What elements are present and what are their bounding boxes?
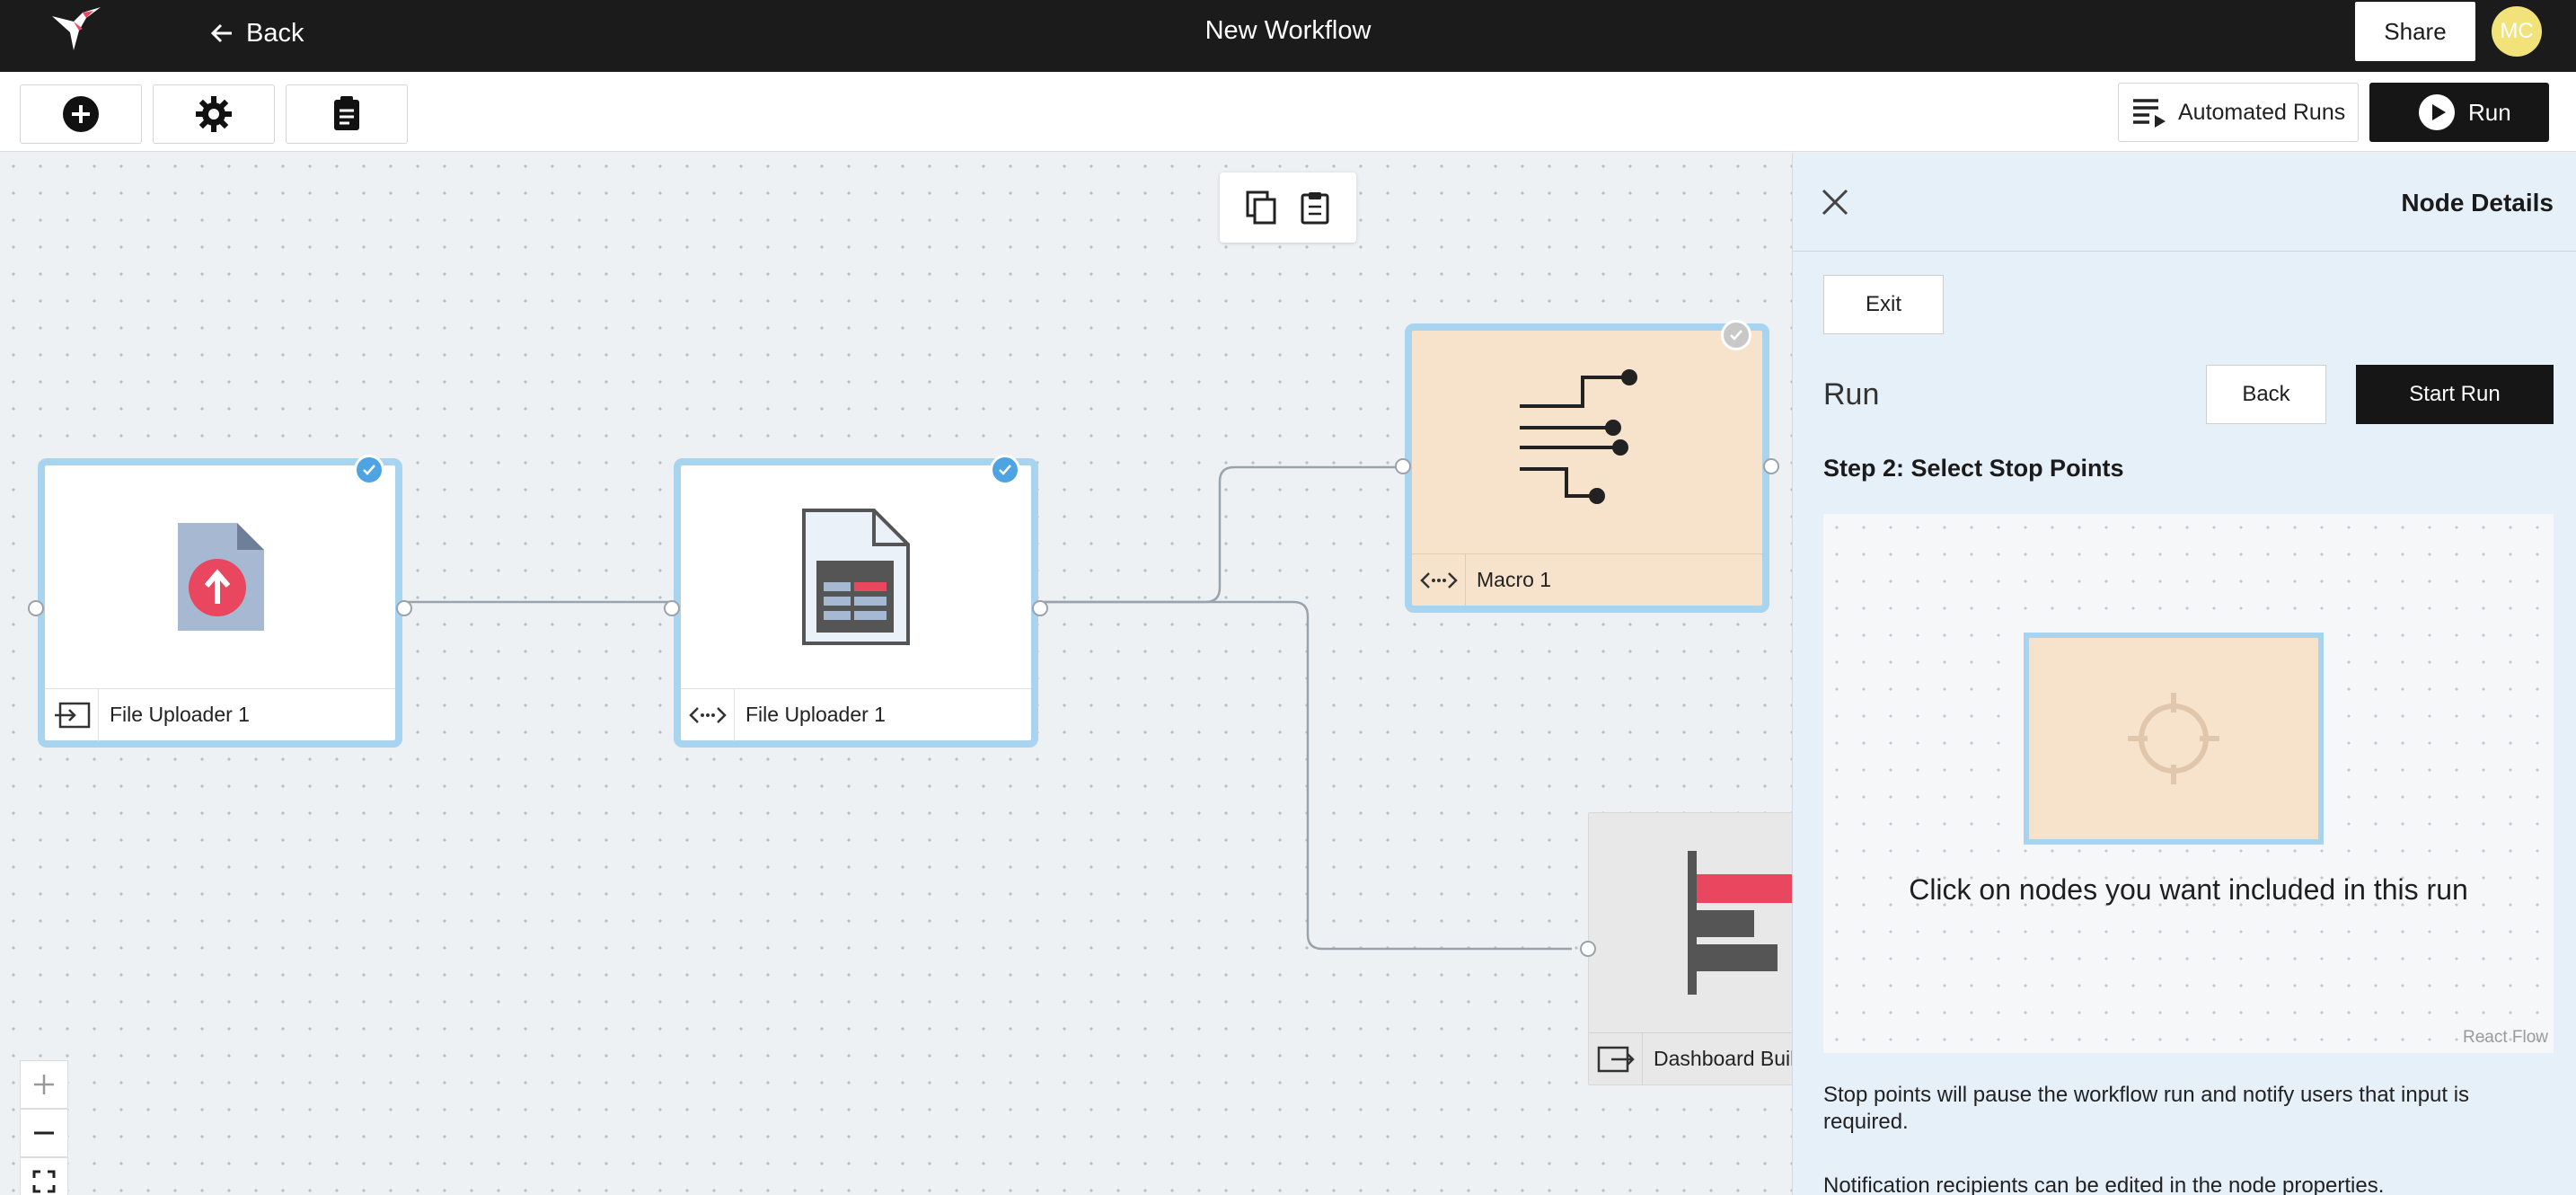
play-circle-icon	[2419, 94, 2455, 130]
file-upload-icon	[178, 523, 264, 631]
input-handle[interactable]	[1580, 941, 1596, 957]
react-flow-attribution[interactable]: React Flow	[2462, 1028, 2548, 1047]
paste-button[interactable]	[1295, 188, 1335, 227]
step-heading: Step 2: Select Stop Points	[1823, 455, 2124, 482]
note-text: Notification recipients can be edited in…	[1823, 1173, 2385, 1195]
output-icon	[1597, 1046, 1635, 1072]
playlist-icon	[2133, 99, 2166, 128]
paste-icon	[1301, 192, 1329, 225]
close-icon[interactable]	[1818, 185, 1852, 219]
node-macro-1[interactable]: Macro 1	[1395, 320, 1779, 613]
automated-runs-button[interactable]: Automated Runs	[2118, 83, 2359, 142]
copy-icon	[1246, 190, 1276, 225]
avatar[interactable]: MC	[2492, 6, 2542, 57]
gear-icon	[196, 96, 232, 132]
node-file-uploader-1[interactable]: File Uploader 1	[28, 455, 412, 748]
macro-icon	[1520, 369, 1637, 504]
fit-view-button[interactable]	[20, 1157, 68, 1195]
input-handle[interactable]	[28, 600, 44, 616]
description-text: Stop points will pause the workflow run …	[1823, 1083, 2470, 1134]
back-button[interactable]: Back	[2206, 365, 2326, 424]
node-label: Dashboard Build	[1654, 1047, 1792, 1070]
preview-node[interactable]	[2024, 633, 2324, 845]
instruction-text: Click on nodes you want included in this…	[1909, 873, 2468, 906]
workflow-canvas[interactable]: File Uploader 1 File Uploader 1	[0, 153, 1792, 1195]
stop-points-preview[interactable]: Click on nodes you want included in this…	[1823, 514, 2554, 1053]
edge-uploader-to-macro	[1044, 465, 1398, 604]
edge-uploader-to-dashboard	[1044, 600, 1572, 951]
plus-circle-icon	[63, 96, 99, 132]
node-dashboard-builder[interactable]: Dashboard Build	[1580, 812, 1792, 1085]
selected-check-icon	[990, 455, 1020, 485]
automated-runs-label: Automated Runs	[2178, 99, 2346, 125]
crosshair-icon	[2128, 693, 2219, 784]
node-label: File Uploader 1	[745, 703, 886, 726]
back-link[interactable]: Back	[208, 14, 304, 52]
zoom-out-icon	[34, 1131, 54, 1135]
bar-chart-icon	[1688, 851, 1792, 995]
panel-title: Node Details	[2401, 189, 2554, 217]
selected-check-icon	[354, 455, 384, 485]
code-icon	[1419, 571, 1458, 589]
node-file-uploader-2[interactable]: File Uploader 1	[664, 455, 1048, 748]
arrow-left-icon	[210, 23, 232, 43]
edges	[408, 465, 1572, 951]
back-label: Back	[246, 18, 304, 48]
clipboard-icon	[334, 96, 359, 130]
copy-button[interactable]	[1241, 188, 1281, 227]
hummingbird-logo-icon[interactable]	[47, 4, 111, 61]
workflow-title: New Workflow	[1204, 16, 1372, 45]
output-handle[interactable]	[1763, 458, 1779, 474]
node-label: Macro 1	[1477, 568, 1552, 591]
node-label: File Uploader 1	[110, 703, 250, 726]
unselected-check-icon	[1721, 320, 1751, 350]
clipboard-button[interactable]	[286, 84, 408, 144]
input-icon	[54, 702, 90, 728]
input-handle[interactable]	[1395, 458, 1411, 474]
copy-paste-toolbar	[1220, 173, 1356, 243]
share-button[interactable]: Share	[2355, 2, 2475, 61]
spreadsheet-file-icon	[802, 509, 910, 645]
run-label: Run	[2468, 98, 2511, 126]
toolbar: Automated Runs Run	[0, 72, 2576, 152]
add-node-button[interactable]	[20, 84, 142, 144]
run-button[interactable]: Run	[2369, 83, 2549, 142]
output-handle[interactable]	[1032, 600, 1048, 616]
node-details-panel: Node Details Exit Run Back Start Run Ste…	[1792, 153, 2576, 1195]
code-icon	[688, 706, 727, 723]
run-heading: Run	[1823, 377, 1880, 412]
panel-header: Node Details	[1793, 153, 2576, 252]
settings-button[interactable]	[153, 84, 275, 144]
zoom-in-button[interactable]	[20, 1060, 68, 1109]
zoom-out-button[interactable]	[20, 1109, 68, 1157]
start-run-button[interactable]: Start Run	[2356, 365, 2554, 424]
exit-button[interactable]: Exit	[1823, 275, 1944, 334]
input-handle[interactable]	[664, 600, 680, 616]
zoom-in-icon	[34, 1075, 54, 1094]
output-handle[interactable]	[396, 600, 412, 616]
top-bar: Back New Workflow Share MC	[0, 0, 2576, 72]
fit-view-icon	[32, 1170, 56, 1193]
